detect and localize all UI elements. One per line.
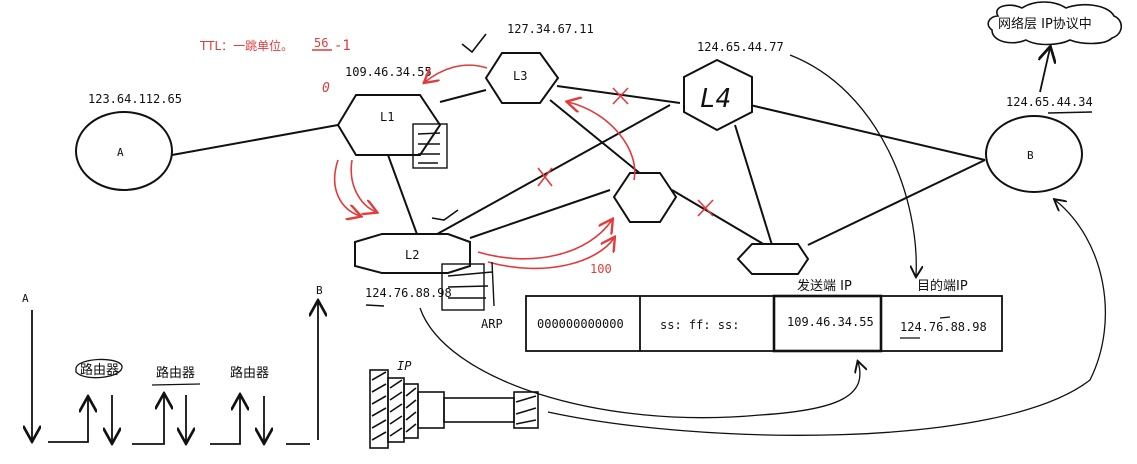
red-cross-l3-l4 [612, 87, 629, 105]
host-a-ip: 123.64.112.65 [88, 92, 182, 106]
router-l2-ip-underline [365, 304, 385, 307]
link-a-l1 [171, 124, 339, 156]
router-middle-node [612, 172, 678, 223]
bottom-router-label-3: 路由器 [230, 365, 269, 381]
curve-l4-ip-to-dest [789, 54, 916, 276]
red-arrow-l2-to-mid-b [487, 238, 614, 270]
frame-sender-label: 发送端 IP [797, 278, 852, 294]
check-mark-l3 [461, 33, 487, 54]
host-b-ip-underline [1047, 111, 1093, 114]
red-arrow-l1-to-l2-b [350, 159, 376, 212]
router-small-node [736, 243, 810, 275]
router-l3-label: L3 [513, 69, 527, 83]
red-cross-l2-l4 [537, 167, 553, 187]
router-l4-ip: 124.65.44.77 [697, 40, 784, 54]
frame-dest-label: 目的端IP [917, 278, 968, 294]
arp-table-sketch [441, 261, 495, 311]
arp-label: ARP [481, 317, 503, 331]
plug-label: IP [397, 359, 412, 373]
frame-cell-mac: ss: ff: ss: [660, 318, 739, 332]
hop-line-2 [132, 395, 164, 445]
router-l2-ip: 124.76.88.98 [365, 286, 452, 300]
frame-table [525, 294, 1003, 353]
link-small-b [807, 159, 986, 246]
bottom-router-label-1: 路由器 [80, 362, 119, 378]
host-a-node [75, 111, 173, 191]
frame-cell-dest-ip: 124.76.88.98 [900, 320, 987, 334]
ttl-zero: 0 [322, 81, 330, 96]
red-arrow-l3-to-l1 [425, 64, 488, 82]
bottom-label-a: A [22, 292, 29, 305]
router-l1-label: L1 [380, 110, 394, 124]
ttl-value: 56 [314, 36, 328, 50]
red-arrow-l1-to-l2-a [333, 159, 360, 216]
host-b-ip: 124.65.44.34 [1006, 95, 1093, 109]
router-l1-ip: 109.46.34.55 [345, 65, 432, 79]
curve-l2-ip-to-frame [419, 307, 860, 419]
bottom-router-label-2: 路由器 [156, 365, 195, 381]
dest-ip-underline [900, 316, 951, 339]
router-l2-label: L2 [405, 248, 419, 262]
router-1-circle [75, 358, 123, 379]
curve-plug-to-b [547, 200, 1107, 436]
host-a-label: A [117, 146, 124, 159]
ttl-minus-one: -1 [334, 38, 351, 54]
arrow-b-to-cloud [1040, 48, 1050, 93]
cloud-label: 网络层 IP协议中 [998, 16, 1092, 32]
routing-table-sketch [412, 123, 448, 169]
link-l2-mid [469, 189, 611, 239]
bottom-label-b: B [316, 284, 323, 297]
red-number-100: 100 [590, 262, 612, 276]
link-l4-small [734, 124, 773, 246]
red-cross-mid-small [697, 199, 714, 217]
router-l1-node [336, 94, 442, 156]
ttl-note: TTL：一跳单位。 [199, 38, 293, 53]
annotation-curves [419, 54, 1107, 436]
link-l1-l2 [387, 154, 419, 238]
router-l4-node [683, 58, 753, 132]
bottom-stack-diagram [32, 302, 318, 444]
frame-cell-padding: 000000000000 [537, 317, 624, 331]
router-l4-label: L4 [700, 84, 731, 114]
host-b-node [985, 115, 1083, 193]
host-b-label: B [1027, 149, 1034, 162]
hop-line-1 [48, 398, 88, 443]
red-arrow-l2-to-mid-a [477, 220, 612, 260]
router-l3-node [484, 52, 560, 104]
router-2-underline [151, 383, 201, 386]
router-l3-ip: 127.34.67.11 [507, 22, 594, 36]
link-mid-small [671, 189, 766, 246]
link-l4-b [749, 104, 986, 161]
frame-cell-sender-ip: 109.46.34.55 [787, 315, 874, 329]
router-l2-node [354, 233, 471, 274]
plug-sketch [369, 369, 539, 449]
red-annotations [312, 49, 714, 270]
red-arrow-mid-to-l3 [568, 102, 636, 181]
check-mark-l2 [431, 209, 459, 221]
hop-line-3 [210, 396, 240, 445]
cloud-shape [987, 1, 1123, 46]
link-l1-l3 [439, 89, 487, 103]
